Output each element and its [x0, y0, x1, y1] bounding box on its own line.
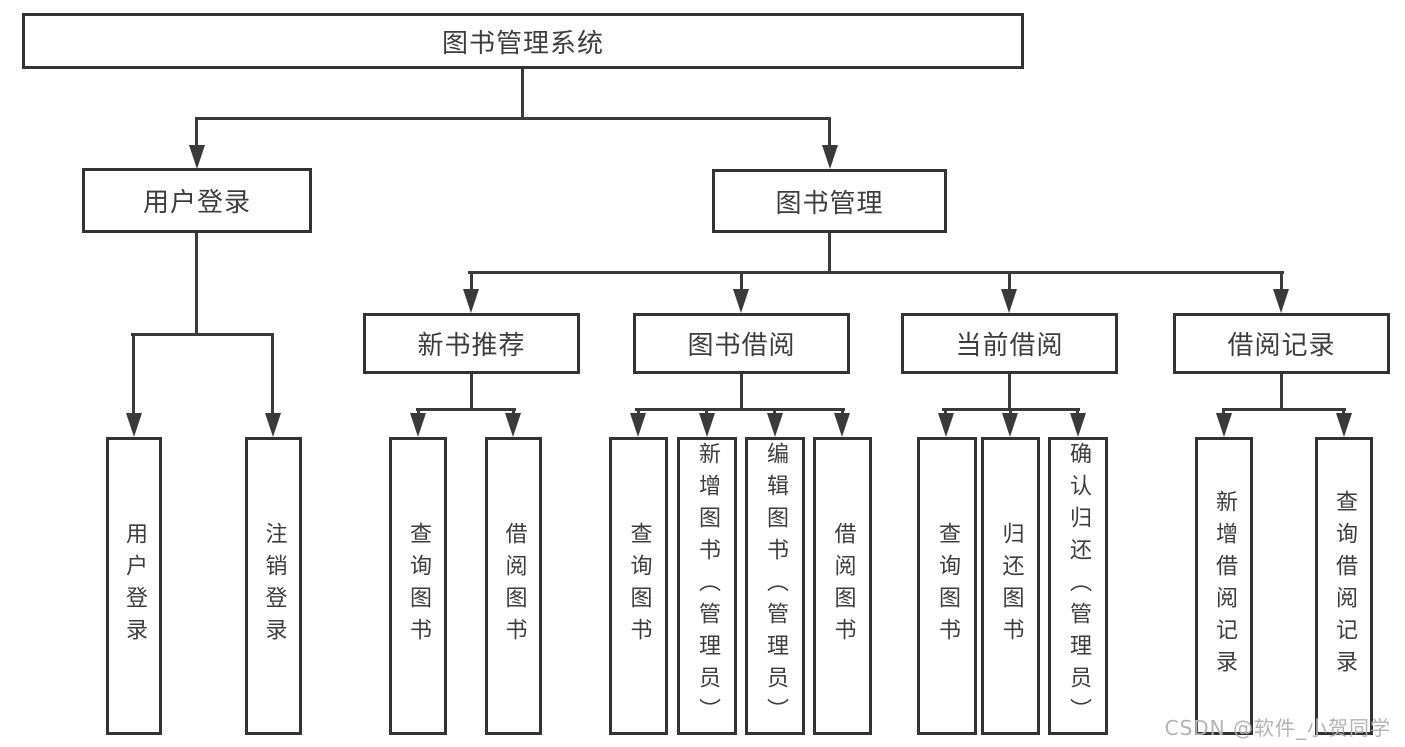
leaf-borrow-books: 借阅图书: [813, 437, 872, 735]
node-current-borrowing: 当前借阅: [901, 313, 1118, 374]
arrow-down-icon: [505, 413, 521, 437]
node-user-login: 用户登录: [82, 168, 312, 233]
connector-line: [1008, 374, 1011, 411]
connector-line: [470, 374, 473, 411]
arrow-down-icon: [630, 413, 646, 437]
leaf-label: 新增图书（管理员）: [695, 442, 720, 730]
node-book-borrowing: 图书借阅: [633, 313, 850, 374]
leaf-label: 查询借阅记录: [1332, 490, 1357, 682]
leaf-query-books: 查询图书: [917, 437, 977, 735]
csdn-watermark: CSDN @软件_小贺同学: [1164, 716, 1391, 740]
connector-line: [197, 117, 831, 120]
connector-line: [195, 117, 198, 149]
node-borrowing-records: 借阅记录: [1173, 313, 1390, 374]
arrow-down-icon: [463, 289, 479, 313]
leaf-label: 借阅图书: [830, 522, 856, 650]
leaf-query-books: 查询图书: [609, 437, 668, 735]
arrow-down-icon: [1001, 289, 1017, 313]
leaf-label: 归还图书: [998, 522, 1024, 650]
arrow-down-icon: [1216, 413, 1232, 437]
connector-line: [521, 69, 524, 118]
connector-line: [740, 271, 743, 293]
arrow-down-icon: [1070, 413, 1086, 437]
arrow-down-icon: [1002, 413, 1018, 437]
arrow-down-icon: [699, 413, 715, 437]
node-label: 图书管理系统: [441, 28, 604, 59]
node-book-management: 图书管理: [712, 169, 947, 233]
leaf-logout: 注销登录: [245, 437, 302, 735]
node-label: 借阅记录: [1227, 331, 1336, 361]
arrow-down-icon: [410, 413, 426, 437]
connector-line: [828, 117, 831, 149]
node-label: 新书推荐: [417, 331, 526, 361]
leaf-label: 确认归还（管理员）: [1066, 442, 1091, 730]
connector-line: [740, 374, 743, 411]
arrow-down-icon: [1336, 413, 1352, 437]
arrow-down-icon: [189, 145, 205, 169]
leaf-query-borrow-record: 查询借阅记录: [1315, 437, 1373, 735]
connector-line: [635, 408, 845, 411]
leaf-return-books: 归还图书: [981, 437, 1040, 735]
leaf-label: 编辑图书（管理员）: [763, 442, 788, 730]
arrow-down-icon: [834, 413, 850, 437]
leaf-label: 查询图书: [935, 522, 960, 650]
leaf-label: 查询图书: [406, 522, 431, 650]
node-label: 图书借阅: [687, 331, 796, 361]
connector-line: [131, 333, 274, 336]
leaf-query-books: 查询图书: [389, 437, 447, 735]
connector-line: [470, 271, 473, 293]
connector-line: [132, 333, 135, 417]
leaf-borrow-books: 借阅图书: [485, 437, 542, 735]
arrow-down-icon: [265, 413, 281, 437]
leaf-label: 查询图书: [626, 522, 652, 650]
arrow-down-icon: [733, 289, 749, 313]
leaf-label: 新增借阅记录: [1212, 490, 1237, 682]
connector-line: [195, 233, 198, 336]
arrow-down-icon: [767, 413, 783, 437]
node-label: 图书管理: [775, 188, 884, 219]
node-label: 当前借阅: [955, 331, 1064, 361]
leaf-confirm-return-admin: 确认归还（管理员）: [1048, 437, 1108, 735]
connector-line: [1008, 271, 1011, 293]
arrow-down-icon: [126, 413, 142, 437]
leaf-add-books-admin: 新增图书（管理员）: [677, 437, 737, 735]
connector-line: [828, 233, 831, 273]
node-label: 用户登录: [142, 188, 251, 218]
arrow-down-icon: [822, 145, 838, 169]
connector-line: [1280, 374, 1283, 411]
connector-line: [1280, 271, 1283, 293]
connector-line: [271, 333, 274, 417]
connector-line: [1222, 408, 1346, 411]
leaf-edit-books-admin: 编辑图书（管理员）: [745, 437, 805, 735]
arrow-down-icon: [938, 413, 954, 437]
node-new-book-recommendation: 新书推荐: [363, 313, 580, 374]
arrow-down-icon: [1273, 289, 1289, 313]
leaf-user-login: 用户登录: [106, 437, 162, 735]
leaf-label: 借阅图书: [501, 522, 527, 650]
leaf-label: 用户登录: [122, 522, 147, 650]
connector-line: [468, 271, 1284, 274]
connector-line: [416, 408, 516, 411]
leaf-label: 注销登录: [261, 522, 287, 650]
leaf-add-borrow-record: 新增借阅记录: [1195, 437, 1253, 735]
node-library-management-system: 图书管理系统: [22, 13, 1024, 69]
